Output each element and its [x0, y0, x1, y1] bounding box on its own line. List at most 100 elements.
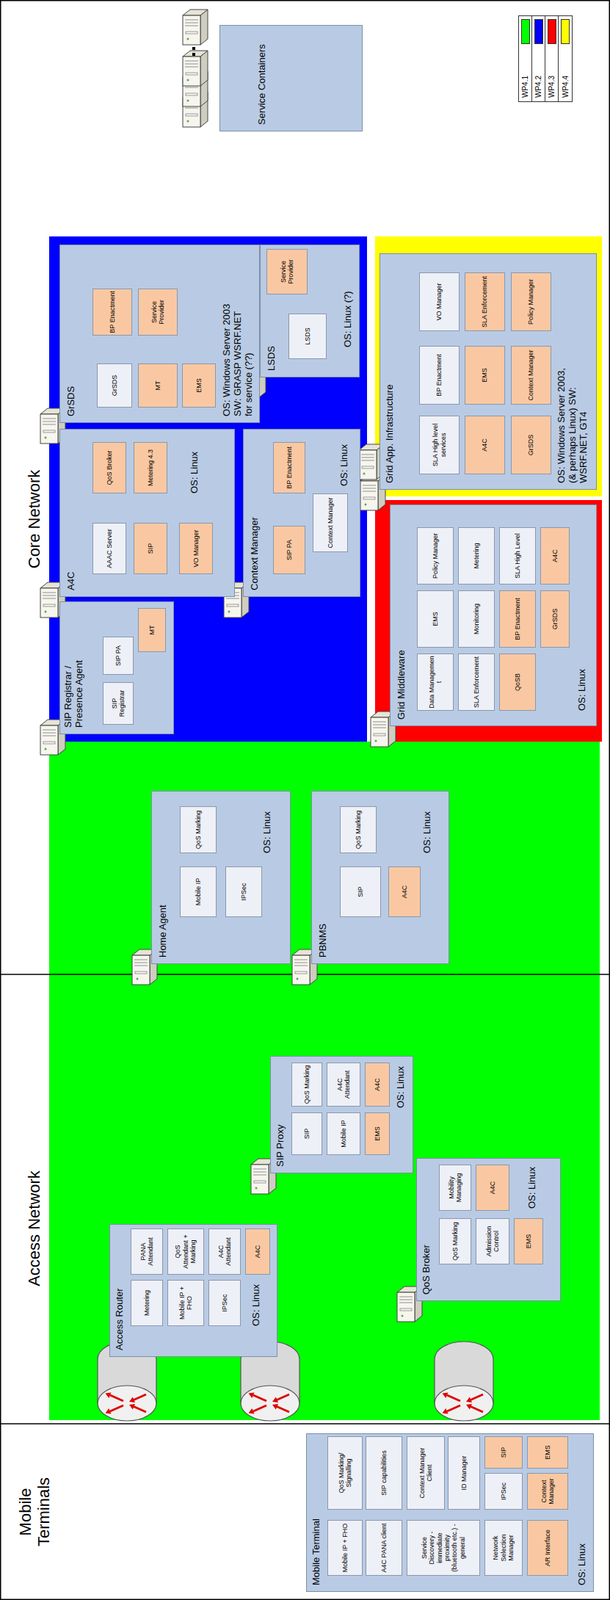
os-note: OS: Windows Server 2003 SW: GRASP WSRF.N…	[221, 298, 255, 417]
server-box: SIP Registrar / Presence AgentSIP Regist…	[59, 601, 174, 735]
function-block: Monitoring	[458, 590, 495, 648]
server-box: Grid MiddlewareOS: LinuxData Managemen t…	[389, 504, 597, 726]
function-label: Mobility Managing	[447, 1166, 464, 1209]
function-label: GrSDS	[110, 375, 119, 397]
function-label: SLA Enforcement	[480, 276, 489, 328]
text-holder: LSDS	[266, 326, 278, 371]
function-label: SIP	[303, 1128, 311, 1140]
function-block: BP Enactment	[499, 590, 536, 648]
server-box: Mobile TerminalOS: LinuxMobile IP + FHOQ…	[306, 1432, 594, 1592]
function-label: Data Managemen t	[427, 655, 444, 709]
wp43-band	[375, 499, 602, 742]
function-block: SIP	[339, 866, 381, 917]
function-label: IPSec	[220, 1294, 229, 1312]
function-block: Mobile IP + FHO	[167, 1279, 205, 1326]
text-holder: QoS Broker	[421, 1162, 433, 1295]
box-title: Home Agent	[157, 810, 169, 958]
function-label: Service Discovery - immediate proximity …	[420, 1521, 467, 1574]
function-label: SIP capabilities	[380, 1449, 388, 1495]
text-holder: OS: Linux	[189, 438, 201, 494]
box-title: LSDS	[266, 326, 278, 371]
function-label: SIP	[146, 543, 155, 555]
function-label: ID Manager	[460, 1454, 468, 1490]
function-label: EMS	[431, 611, 439, 627]
network-section: Access NetworkAccess RouterOS: LinuxMete…	[0, 974, 610, 1424]
function-label: Service Provider	[279, 251, 296, 293]
wp41-band	[49, 741, 600, 1420]
text-holder: Mobile Terminal	[311, 1438, 323, 1585]
function-label: Mobile IP + FHO	[178, 1281, 194, 1324]
function-label: GrSDS	[527, 434, 535, 456]
router-icon	[434, 1341, 494, 1421]
network-section: Core NetworkHome AgentOS: LinuxMobile IP…	[0, 0, 610, 975]
function-label: SIP	[499, 1446, 508, 1458]
function-label: QoS Broker	[105, 449, 114, 485]
wp44-band	[375, 236, 602, 497]
function-block: AAAC Server	[92, 522, 127, 575]
function-label: Context Manager Client	[418, 1438, 434, 1508]
function-block: IPSec	[225, 866, 263, 917]
function-block: Admission Control	[475, 1217, 510, 1265]
os-note: OS: Linux (?)	[342, 259, 354, 348]
function-block: EMS	[182, 363, 216, 408]
function-block: QoS Marking/ Signalling	[327, 1435, 363, 1510]
box-title: SIP Proxy	[275, 1063, 287, 1167]
os-note: OS: Linux	[576, 637, 588, 711]
legend-row: WP4.1	[518, 16, 533, 102]
text-holder: SIP Registrar / Presence Agent	[63, 639, 86, 728]
box-title: Service Containers	[256, 29, 268, 125]
os-note: OS: Linux	[576, 1511, 588, 1585]
function-block: SIP PA	[102, 636, 134, 675]
function-block: SIP	[484, 1435, 523, 1469]
text-holder: Mobile Terminals	[16, 1460, 54, 1563]
function-label: A4C	[480, 438, 489, 452]
function-block: ID Manager	[447, 1435, 481, 1510]
function-block: QoS Broker	[92, 441, 127, 494]
function-label: Network Selection Manager	[491, 1521, 515, 1574]
server-box: LSDSOS: Linux (?)LSDSService Provider	[259, 244, 360, 378]
function-label: A4C	[373, 1077, 381, 1091]
function-label: BP Enactment	[513, 597, 522, 640]
function-block: Mobile IP	[179, 866, 217, 917]
function-block: SIP	[291, 1112, 323, 1155]
function-block: QoS Marking	[179, 805, 217, 853]
function-block: SLA Enforcement	[458, 653, 495, 711]
function-block: MT	[138, 607, 166, 652]
function-block: A4C	[475, 1164, 510, 1211]
function-block: Metering	[130, 1279, 163, 1326]
function-label: SIP Registrar	[110, 684, 127, 723]
function-block: BP Enactment	[273, 441, 306, 494]
text-holder: OS: Linux	[422, 797, 434, 853]
function-block: Context Manager	[312, 493, 348, 553]
text-holder: SIP Proxy	[275, 1063, 287, 1167]
server-box: SIP ProxyOS: LinuxSIPQoS MarkingMobile I…	[270, 1055, 414, 1174]
function-label: GrSDS	[551, 608, 559, 630]
function-block: Network Selection Manager	[484, 1519, 523, 1576]
function-block: Context Manager	[527, 1472, 569, 1510]
server-icon	[182, 50, 208, 86]
function-label: EMS	[543, 1444, 552, 1460]
function-block: GrSDS	[540, 590, 570, 648]
function-label: Admission Control	[485, 1220, 501, 1262]
function-label: QoS Marking	[354, 810, 362, 850]
function-block: MT	[138, 363, 178, 408]
text-holder: Grid App. Infrastructure	[384, 321, 396, 484]
function-label: QoS Attendant + Marking	[173, 1230, 197, 1273]
function-block: Mobile IP	[326, 1112, 361, 1155]
legend-row: WP4.4	[558, 16, 572, 102]
text-holder: PBNMS	[317, 810, 329, 958]
os-note: OS: Linux	[262, 797, 274, 853]
box-title: Mobile Terminal	[311, 1438, 323, 1585]
function-block: EMS	[364, 1112, 390, 1155]
function-label: Metering	[143, 1289, 151, 1316]
function-label: A4C PANA client	[380, 1523, 388, 1573]
function-label: QoS Marking	[303, 1065, 311, 1105]
box-title: Grid App. Infrastructure	[384, 321, 396, 484]
text-holder: Context Manager	[249, 443, 261, 591]
function-block: QoS Marking	[438, 1217, 472, 1265]
function-block: SIP PA	[273, 525, 306, 575]
function-block: EMS	[416, 590, 454, 648]
function-label: VO Manager	[435, 282, 443, 321]
function-label: MT	[154, 380, 162, 391]
os-note: OS: Linux	[339, 430, 351, 486]
